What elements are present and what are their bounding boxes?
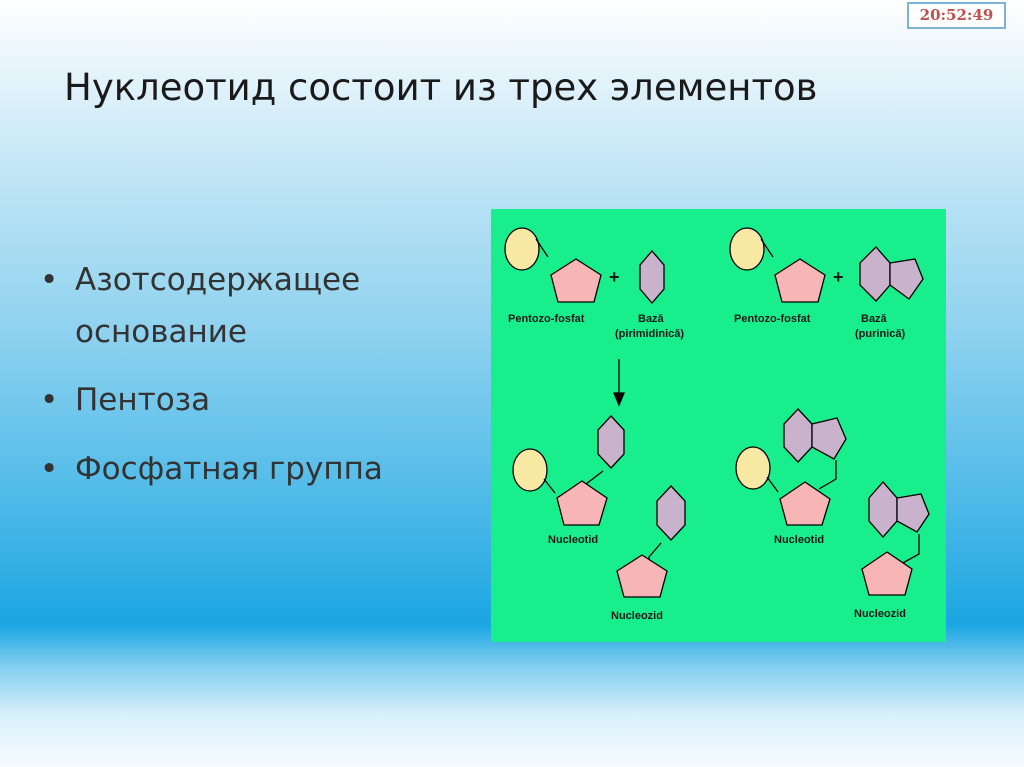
label-nucleozid: Nucleozid [611,610,663,622]
purine-hexagon [868,481,898,538]
label-pentozo-fosfat: Pentozo-fosfat [508,313,585,325]
phosphate-circle [735,446,771,490]
bullet-item: • Пентоза [40,373,470,427]
phosphate-circle [504,227,540,271]
pyrimidine-hexagon [656,485,686,541]
label-pentozo-fosfat: Pentozo-fosfat [734,313,811,325]
plus-sign: + [833,267,844,287]
label-baza-type: (pirimidinică) [615,328,684,340]
bullet-text: Пентоза [75,382,211,418]
purine-pentagon [889,258,924,300]
label-baza-type: (purinică) [855,328,905,340]
plus-sign: + [609,267,620,287]
bullet-dot: • [40,451,59,487]
label-nucleotid: Nucleotid [774,534,824,546]
diagram-svg: + + Pentozo-fosfat Bază (pirimidinică) N… [504,227,930,622]
nucleotide-diagram: + + Pentozo-fosfat Bază (pirimidinică) N… [491,209,946,642]
arrow-head [613,392,625,407]
label-baza: Bază [638,313,665,325]
pentose-pentagon [616,554,668,598]
pyrimidine-hexagon [639,250,665,304]
clock-time: 20:52:49 [907,2,1006,29]
bullet-dot: • [40,262,59,298]
bullet-item: • Азотсодержащее основание [40,254,470,358]
pentose-pentagon [774,258,826,303]
purine-pentagon [896,493,930,533]
bullet-text: Азотсодержащее основание [75,262,361,350]
connector-line [535,238,549,258]
phosphate-circle [512,448,548,492]
purine-hexagon [783,408,813,463]
pentose-pentagon [550,258,602,303]
slide-title: Нуклеотид состоит из трех элементов [64,66,818,109]
label-nucleotid: Nucleotid [548,534,598,546]
bullet-item: • Фосфатная группа [40,442,470,496]
pentose-pentagon [556,480,608,526]
pentose-pentagon [861,551,913,596]
bullet-list: • Азотсодержащее основание • Пентоза • Ф… [40,254,470,511]
pentose-pentagon [779,481,831,526]
bullet-dot: • [40,382,59,418]
bullet-text: Фосфатная группа [75,451,383,487]
label-baza: Bază [861,313,888,325]
pyrimidine-hexagon [597,415,625,469]
connector-line [760,238,774,258]
purine-hexagon [859,246,891,302]
label-nucleozid: Nucleozid [854,608,906,620]
purine-pentagon [811,417,847,460]
connector-line [543,478,556,494]
connector-line [766,476,779,493]
phosphate-circle [729,227,765,271]
connector-line [900,534,920,565]
connector-line [818,460,837,490]
